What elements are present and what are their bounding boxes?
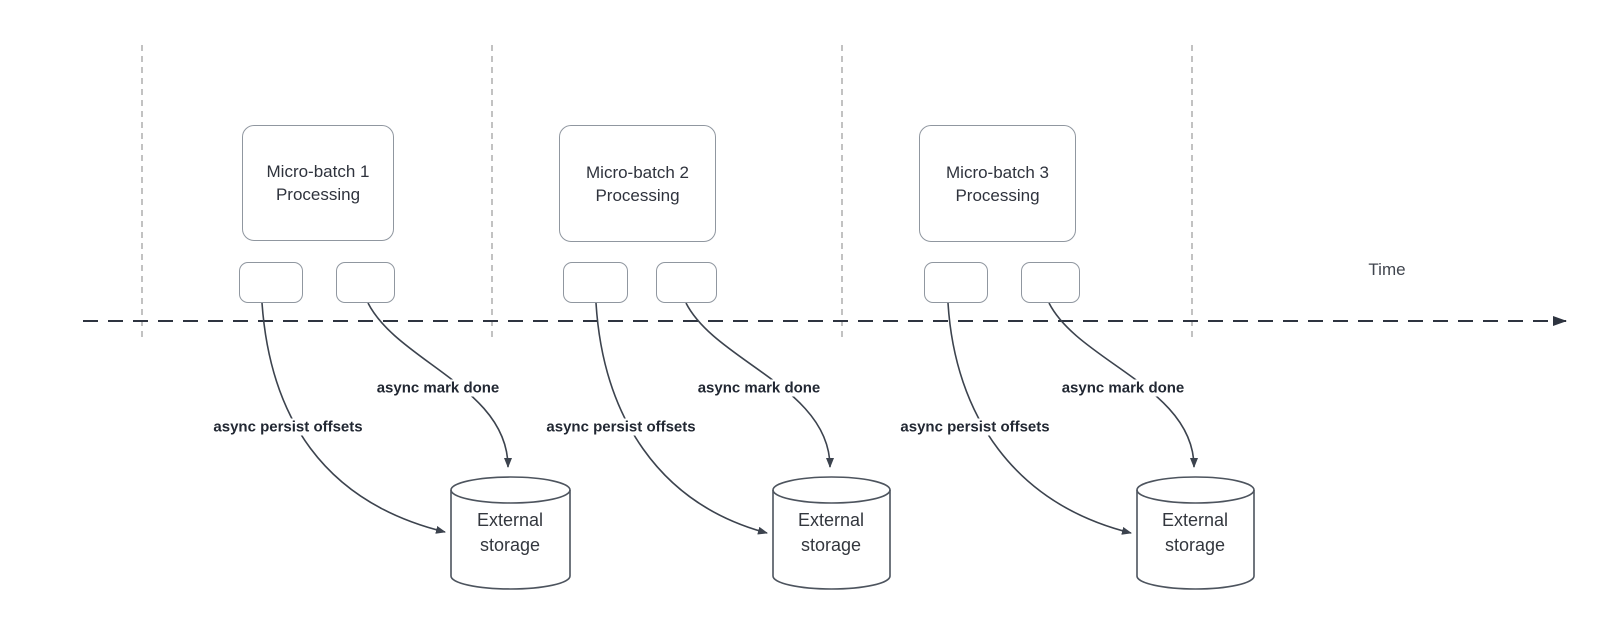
mark-done-label-2: async mark done bbox=[694, 379, 824, 397]
microbatch-3-box: Micro-batch 3 Processing bbox=[919, 125, 1076, 242]
persist-offsets-label-3: async persist offsets bbox=[897, 418, 1053, 436]
persist-offsets-arrow-3 bbox=[947, 302, 1132, 535]
storage-label-1: External storage bbox=[476, 510, 544, 555]
cylinder-body bbox=[772, 476, 891, 590]
done-task-rect-1 bbox=[336, 262, 395, 303]
done-task-rect-2 bbox=[656, 262, 717, 303]
microbatch-1-box: Micro-batch 1 Processing bbox=[242, 125, 394, 241]
microbatch-3-label: Micro-batch 3 Processing bbox=[946, 162, 1049, 205]
external-storage-cylinder-3 bbox=[1136, 476, 1255, 590]
microbatch-2-label: Micro-batch 2 Processing bbox=[586, 162, 689, 205]
external-storage-cylinder-2 bbox=[772, 476, 891, 590]
storage-label-3: External storage bbox=[1161, 510, 1229, 555]
cylinder-rim bbox=[772, 489, 891, 504]
persist-offsets-label-1: async persist offsets bbox=[210, 418, 366, 436]
offset-task-rect-2 bbox=[563, 262, 628, 303]
cylinder-body bbox=[1136, 476, 1255, 590]
mark-done-arrow-2 bbox=[685, 302, 834, 468]
storage-label-2: External storage bbox=[797, 510, 865, 555]
cylinder-rim bbox=[450, 489, 571, 504]
offset-task-rect-3 bbox=[924, 262, 988, 303]
microbatch-2-box: Micro-batch 2 Processing bbox=[559, 125, 716, 242]
microbatch-1-label: Micro-batch 1 Processing bbox=[266, 162, 370, 204]
cylinder-rim bbox=[1136, 489, 1255, 504]
persist-offsets-arrow-2 bbox=[595, 302, 768, 535]
time-label: Time bbox=[1368, 260, 1406, 279]
mark-done-arrow-1 bbox=[367, 302, 512, 468]
mark-done-label-1: async mark done bbox=[373, 379, 503, 397]
offset-task-rect-1 bbox=[239, 262, 303, 303]
mark-done-label-3: async mark done bbox=[1058, 379, 1188, 397]
done-task-rect-3 bbox=[1021, 262, 1080, 303]
persist-offsets-arrow-1 bbox=[261, 302, 446, 534]
persist-offsets-label-2: async persist offsets bbox=[543, 418, 699, 436]
cylinder-body bbox=[450, 476, 571, 590]
external-storage-cylinder-1 bbox=[450, 476, 571, 590]
mark-done-arrow-3 bbox=[1048, 302, 1198, 468]
